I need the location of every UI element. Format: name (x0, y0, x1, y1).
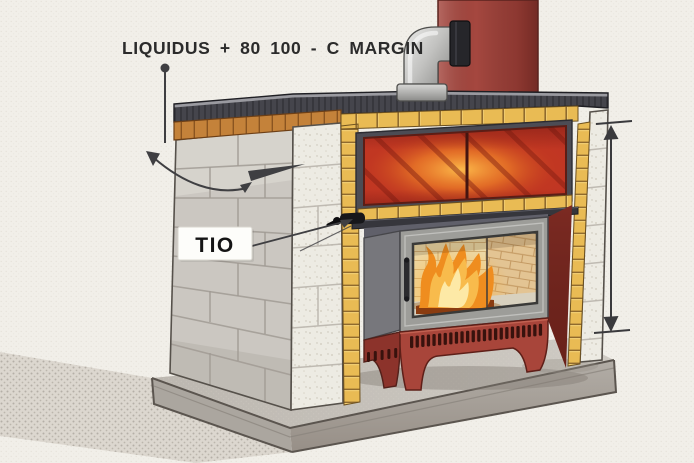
stovepipe-elbow (396, 20, 471, 102)
tio-label: TIO (195, 234, 235, 257)
leader-dot (160, 63, 170, 73)
curved-arrow-head-icon (146, 151, 160, 166)
front-column-left (290, 122, 344, 411)
platform-front-face (290, 360, 616, 452)
pointer-arrow-icon (248, 164, 305, 181)
tio-arrow-head-icon (340, 219, 353, 228)
pipe-collar (396, 83, 448, 102)
insert-left-side (363, 230, 401, 341)
cast-shadow (0, 352, 292, 463)
dimension-line (593, 120, 633, 334)
diagram-title: LIQUIDUS + 80 100 - C MARGIN (122, 38, 424, 58)
flame-core (438, 268, 469, 308)
curved-arrow (153, 157, 248, 192)
dimension-arrow-down-icon (603, 316, 619, 332)
tio-leader-line (251, 220, 348, 247)
side-wall-gray-blocks (169, 127, 294, 412)
stove-base (363, 317, 549, 391)
vent-slots (367, 323, 543, 362)
dimension-arrow-up-icon (603, 125, 619, 140)
chimney-flue (437, 0, 539, 107)
dimension-tick-top (595, 120, 633, 125)
platform-left-face (152, 378, 292, 452)
firebrick-lining (340, 105, 591, 406)
small-arrow-head-icon (240, 182, 252, 193)
title-annotation: LIQUIDUS + 80 100 - C MARGIN (122, 38, 424, 193)
dimension-tick-bottom (593, 329, 631, 334)
tio-label-box (177, 226, 253, 261)
lintel-assembly (351, 194, 579, 230)
firebox-insert (363, 205, 572, 368)
pipe-connector-ring (449, 20, 471, 67)
heat-exchange-panel (355, 119, 573, 214)
door-handle (404, 258, 410, 301)
tio-leader-line-2 (299, 225, 352, 252)
tio-callout: TIO (177, 219, 353, 262)
front-column-right (579, 109, 609, 363)
